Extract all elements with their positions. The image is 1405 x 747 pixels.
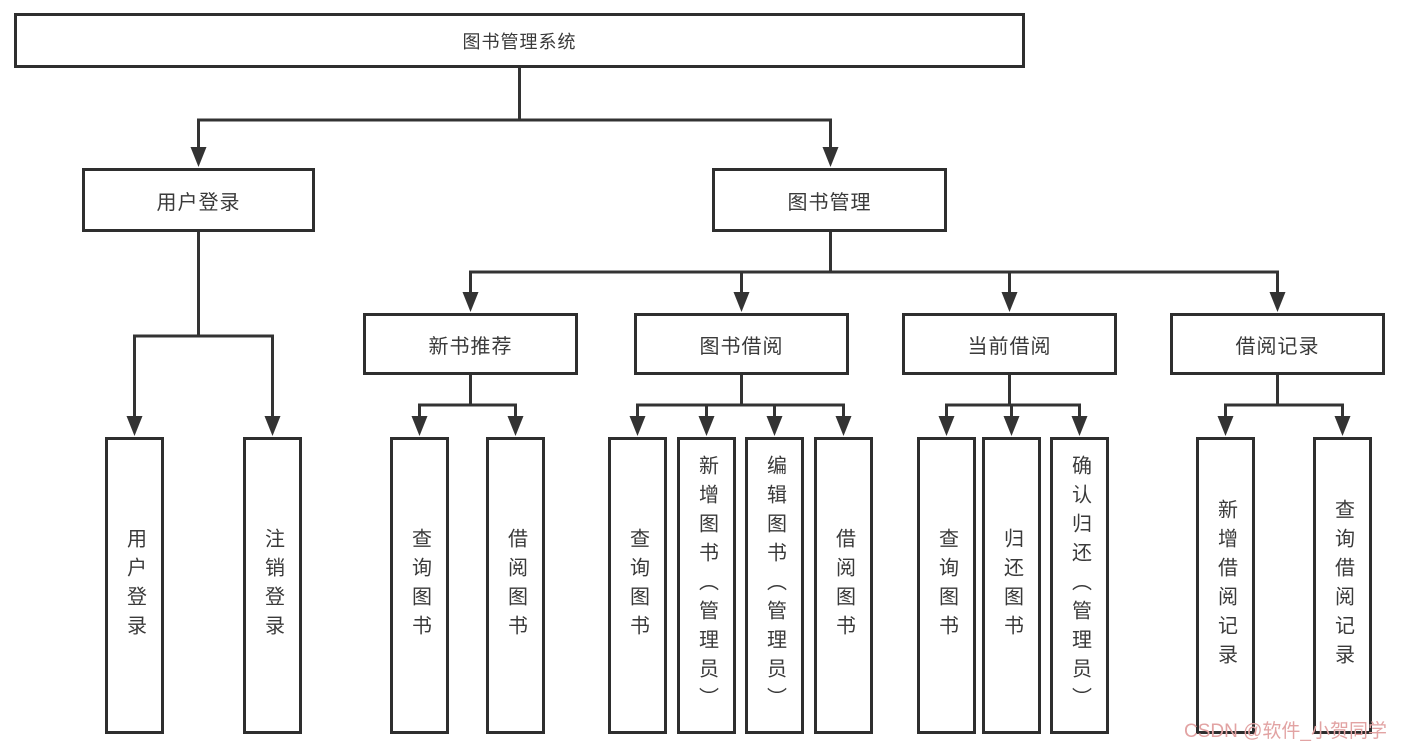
connector-borrow-to-leaves — [629, 375, 852, 436]
node-label: 借阅图书 — [832, 527, 855, 644]
node-label: 注销登录 — [261, 527, 284, 644]
leaf-borrow-borrow-books: 借阅图书 — [814, 437, 873, 734]
node-label: 新增图书（管理员） — [695, 455, 718, 716]
node-label: 借阅图书 — [504, 527, 527, 644]
leaf-record-query-record: 查询借阅记录 — [1313, 437, 1372, 734]
leaf-recommend-borrow-books: 借阅图书 — [486, 437, 545, 734]
leaf-current-query-books: 查询图书 — [917, 437, 976, 734]
connector-root-to-level2 — [190, 68, 839, 167]
connector-userlogin-to-leaves — [126, 232, 281, 436]
leaf-recommend-query-books: 查询图书 — [390, 437, 449, 734]
leaf-current-return-books: 归还图书 — [982, 437, 1041, 734]
node-label: 查询图书 — [408, 527, 431, 644]
csdn-watermark: CSDN @软件_小贺同学 — [1184, 721, 1387, 742]
node-label: 借阅记录 — [1235, 335, 1320, 358]
connector-record-to-leaves — [1217, 375, 1351, 436]
node-label: 新增借阅记录 — [1214, 498, 1237, 673]
node-label: 归还图书 — [1000, 527, 1023, 644]
node-label: 查询图书 — [626, 527, 649, 644]
connector-bookmgmt-to-level3 — [462, 232, 1286, 312]
node-label: 当前借阅 — [967, 335, 1052, 358]
node-label: 图书管理 — [787, 191, 872, 214]
node-label: 新书推荐 — [428, 335, 513, 358]
node-label: 查询图书 — [935, 527, 958, 644]
node-label: 图书管理系统 — [462, 31, 577, 52]
connector-recommend-to-leaves — [411, 375, 524, 436]
node-book-management: 图书管理 — [712, 168, 947, 232]
leaf-borrow-edit-books-admin: 编辑图书（管理员） — [745, 437, 804, 734]
node-label: 用户登录 — [123, 527, 146, 644]
connector-current-to-leaves — [938, 375, 1088, 436]
node-label: 图书借阅 — [699, 335, 784, 358]
leaf-logout: 注销登录 — [243, 437, 302, 734]
node-book-borrow: 图书借阅 — [634, 313, 849, 375]
node-current-borrow: 当前借阅 — [902, 313, 1117, 375]
node-new-book-recommend: 新书推荐 — [363, 313, 578, 375]
leaf-record-add-record: 新增借阅记录 — [1196, 437, 1255, 734]
leaf-user-login: 用户登录 — [105, 437, 164, 734]
leaf-borrow-add-books-admin: 新增图书（管理员） — [677, 437, 736, 734]
leaf-borrow-query-books: 查询图书 — [608, 437, 667, 734]
node-borrow-record: 借阅记录 — [1170, 313, 1385, 375]
node-label: 查询借阅记录 — [1331, 498, 1354, 673]
node-library-management-system: 图书管理系统 — [14, 13, 1025, 68]
node-label: 编辑图书（管理员） — [763, 455, 786, 716]
node-user-login: 用户登录 — [82, 168, 315, 232]
node-label: 确认归还（管理员） — [1068, 455, 1091, 716]
leaf-current-confirm-return-admin: 确认归还（管理员） — [1050, 437, 1109, 734]
node-label: 用户登录 — [156, 191, 241, 214]
